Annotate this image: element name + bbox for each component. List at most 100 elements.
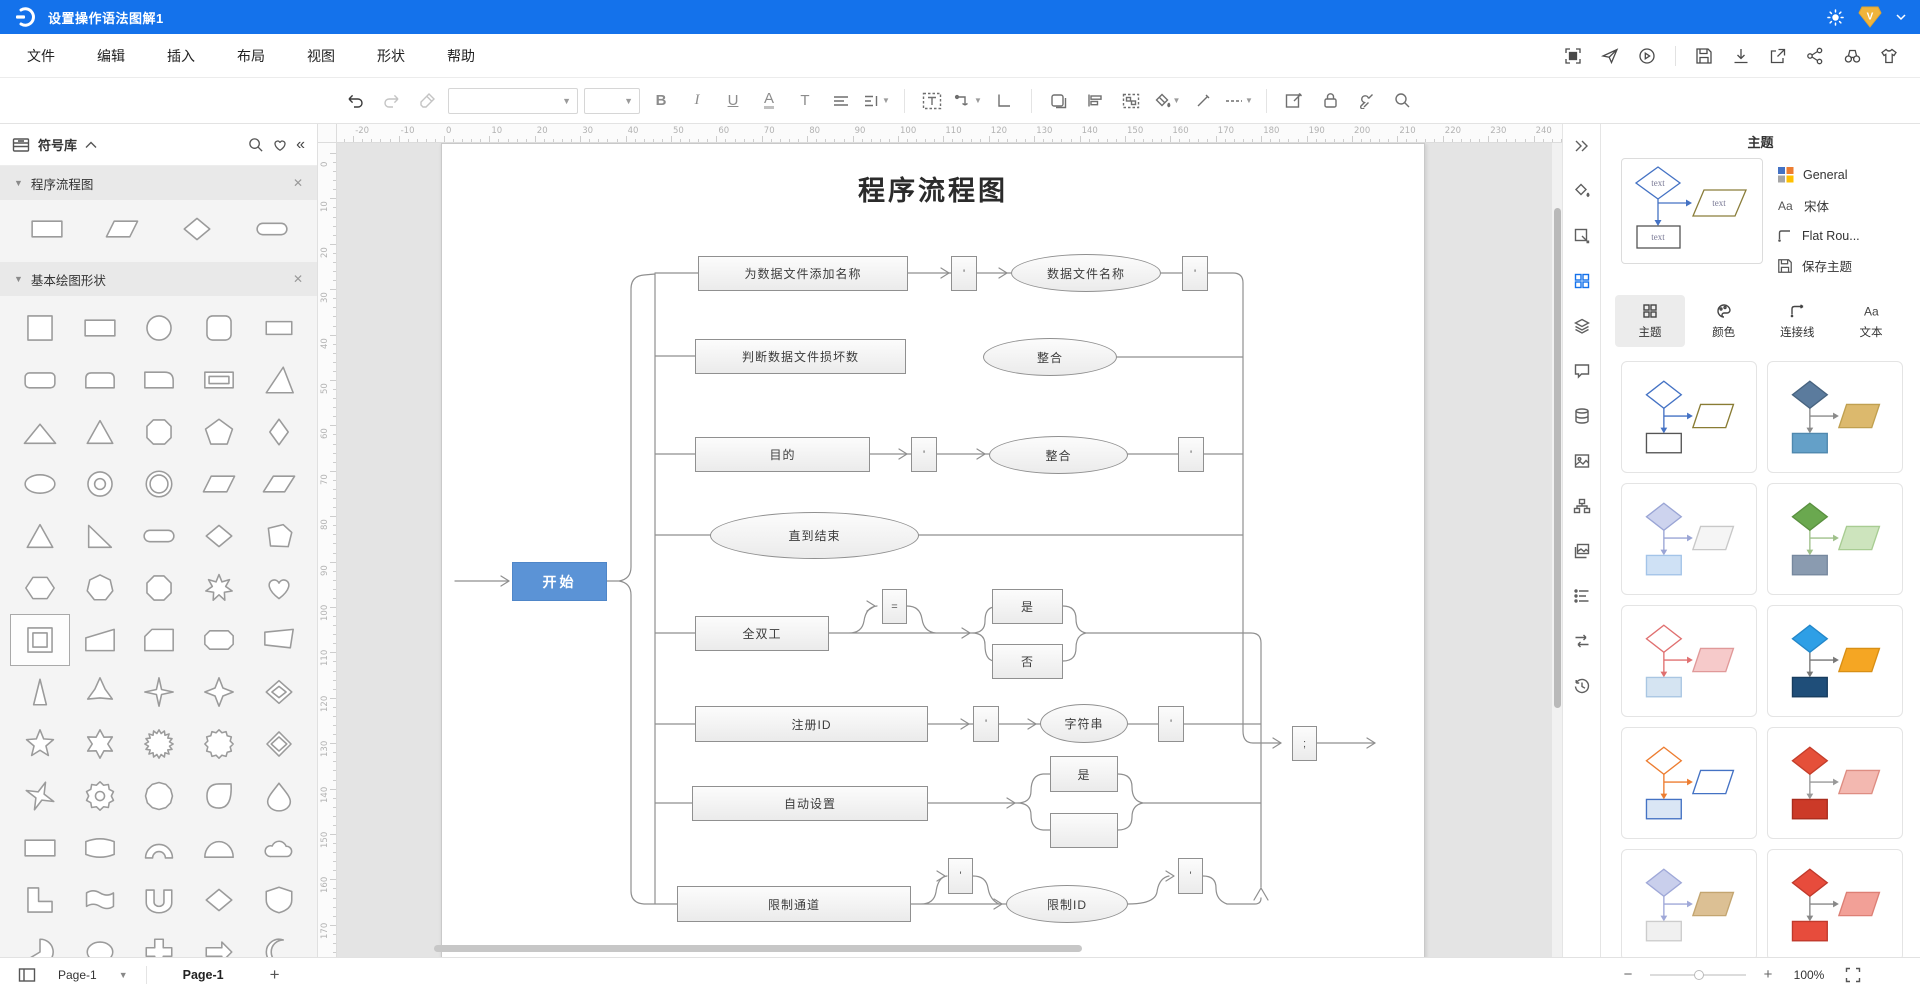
outline-icon[interactable] (1570, 584, 1594, 608)
menu-item-7[interactable]: 帮助 (447, 47, 475, 64)
shape-curve-panel[interactable] (70, 822, 130, 874)
skin-icon[interactable] (1876, 43, 1902, 69)
flow-node-q1[interactable]: ' (951, 256, 977, 291)
shape-star3[interactable] (70, 666, 130, 718)
line-color-button[interactable] (1188, 86, 1218, 116)
page-tab-active[interactable]: Page-1 (182, 967, 224, 982)
shape-gear[interactable] (70, 770, 130, 822)
flow-node-q6[interactable]: ' (1158, 706, 1184, 742)
shape-moon[interactable] (249, 926, 309, 957)
zoom-level[interactable]: 100% (1793, 967, 1825, 982)
shape-drop[interactable] (249, 770, 309, 822)
flow-node-q7[interactable]: ' (948, 858, 973, 894)
shape-diamond-ring[interactable] (249, 718, 309, 770)
shape-rounded-rect[interactable] (10, 354, 70, 406)
theme-general-button[interactable]: General (1777, 166, 1860, 183)
shape-pentagon[interactable] (189, 406, 249, 458)
theme-panel-icon[interactable] (1570, 269, 1594, 293)
shape-diamond[interactable] (189, 510, 249, 562)
canvas-vscrollbar[interactable] (1554, 208, 1561, 708)
shape-blob[interactable] (70, 926, 130, 957)
shape-narrow-diamond[interactable] (249, 406, 309, 458)
play-presentation-icon[interactable] (1634, 43, 1660, 69)
collapse-panel-icon[interactable] (1570, 134, 1594, 158)
flow-node-e1[interactable]: 数据文件名称 (1011, 254, 1161, 292)
menu-item-5[interactable]: 视图 (307, 47, 335, 64)
shape-diamond2[interactable] (189, 874, 249, 926)
align-shapes-button[interactable] (1080, 86, 1110, 116)
shape-parallelogram2[interactable] (249, 458, 309, 510)
flow-node-n1[interactable]: 否 (992, 644, 1063, 679)
flow-node-q4[interactable]: ' (1178, 437, 1204, 472)
edit-shape-button[interactable] (1279, 86, 1309, 116)
library-hide-icon[interactable]: « (296, 135, 305, 153)
section-close-icon[interactable]: ✕ (292, 176, 303, 190)
shape-wave-flag[interactable] (70, 874, 130, 926)
corner-connector-button[interactable] (989, 86, 1019, 116)
menu-item-6[interactable]: 形状 (377, 47, 405, 64)
toolbar-search-button[interactable] (1387, 86, 1417, 116)
comment-icon[interactable] (1570, 359, 1594, 383)
shape-cloud[interactable] (249, 822, 309, 874)
group-button[interactable] (1116, 86, 1146, 116)
fill-color-button[interactable]: ▼ (1152, 86, 1182, 116)
section-collapse-icon[interactable]: ▼ (14, 274, 23, 284)
shape-scallop-circle[interactable] (189, 718, 249, 770)
page-select-dropdown[interactable]: Page-1▼ (58, 967, 128, 982)
data-icon[interactable] (1570, 404, 1594, 428)
shape-pie[interactable] (10, 926, 70, 957)
flow-node-r3[interactable]: 目的 (695, 437, 870, 472)
shape-burst[interactable] (130, 718, 190, 770)
zoom-slider-thumb[interactable] (1694, 969, 1704, 980)
shape-star6[interactable] (70, 718, 130, 770)
theme-thumbnail-2[interactable] (1767, 361, 1903, 473)
theme-font-button[interactable]: Aa 宋体 (1778, 199, 1830, 214)
undo-button[interactable] (340, 86, 370, 116)
line-style-button[interactable]: ▼ (1226, 96, 1253, 105)
library-section-header[interactable]: ▼基本绘图形状✕ (0, 262, 317, 296)
shape-pinwheel[interactable] (10, 770, 70, 822)
font-size-select[interactable]: ▼ (584, 87, 640, 114)
shape-square[interactable] (10, 302, 70, 354)
flow-node-sc[interactable]: ; (1292, 726, 1317, 761)
save-theme-button[interactable]: 保存主题 (1777, 256, 1860, 275)
canvas-viewport[interactable]: 程序流程图 为数据文件添加名称'数据文件名称'判断数据文件损坏数整合目的'整合'… (337, 143, 1562, 957)
library-section-header[interactable]: ▼程序流程图✕ (0, 166, 317, 200)
menu-item-1[interactable]: 文件 (27, 47, 55, 64)
swap-connector-icon[interactable] (1570, 629, 1594, 653)
shape-circle[interactable] (130, 302, 190, 354)
connector-button[interactable]: ▼ (953, 86, 983, 116)
shape-ellipse[interactable] (10, 458, 70, 510)
shape-rounded-octagon[interactable] (130, 406, 190, 458)
flow-node-e5[interactable]: 字符串 (1040, 704, 1128, 743)
zoom-out-button[interactable]: − (1623, 966, 1633, 983)
library-search-icon[interactable] (248, 137, 264, 153)
font-color-button[interactable]: A (763, 90, 774, 109)
structure-icon[interactable] (1570, 494, 1594, 518)
download-icon[interactable] (1728, 43, 1754, 69)
theme-brightness-icon[interactable] (1827, 8, 1844, 26)
shape-notch-rect[interactable] (249, 614, 309, 666)
flow-node-e6[interactable]: 限制ID (1006, 885, 1128, 923)
flow-node-r7[interactable]: 限制通道 (677, 886, 911, 922)
shape-stadium[interactable] (130, 510, 190, 562)
shape-rect[interactable] (70, 302, 130, 354)
theme-tab-theme[interactable]: 主题 (1615, 295, 1685, 347)
shape-hexagon[interactable] (10, 562, 70, 614)
shape-star4[interactable] (189, 666, 249, 718)
lock-button[interactable] (1315, 86, 1345, 116)
flow-node-eq[interactable]: = (882, 589, 907, 624)
shape-arrow-right[interactable] (189, 926, 249, 957)
theme-connector-style-button[interactable]: Flat Rou... (1777, 228, 1860, 243)
shape-star5[interactable] (10, 718, 70, 770)
diagram-title[interactable]: 程序流程图 (858, 176, 1008, 206)
pages-panel-icon[interactable] (14, 962, 40, 988)
theme-thumbnail-1[interactable] (1621, 361, 1757, 473)
shape-shield[interactable] (249, 874, 309, 926)
shape-teardrop[interactable] (189, 770, 249, 822)
shape-diamond-frame[interactable] (249, 666, 309, 718)
shape-chamfer-rect[interactable] (189, 614, 249, 666)
flow-node-y2[interactable]: 是 (1050, 756, 1118, 792)
theme-thumbnail-3[interactable] (1621, 483, 1757, 595)
canvas-hscrollbar[interactable] (434, 945, 1082, 952)
